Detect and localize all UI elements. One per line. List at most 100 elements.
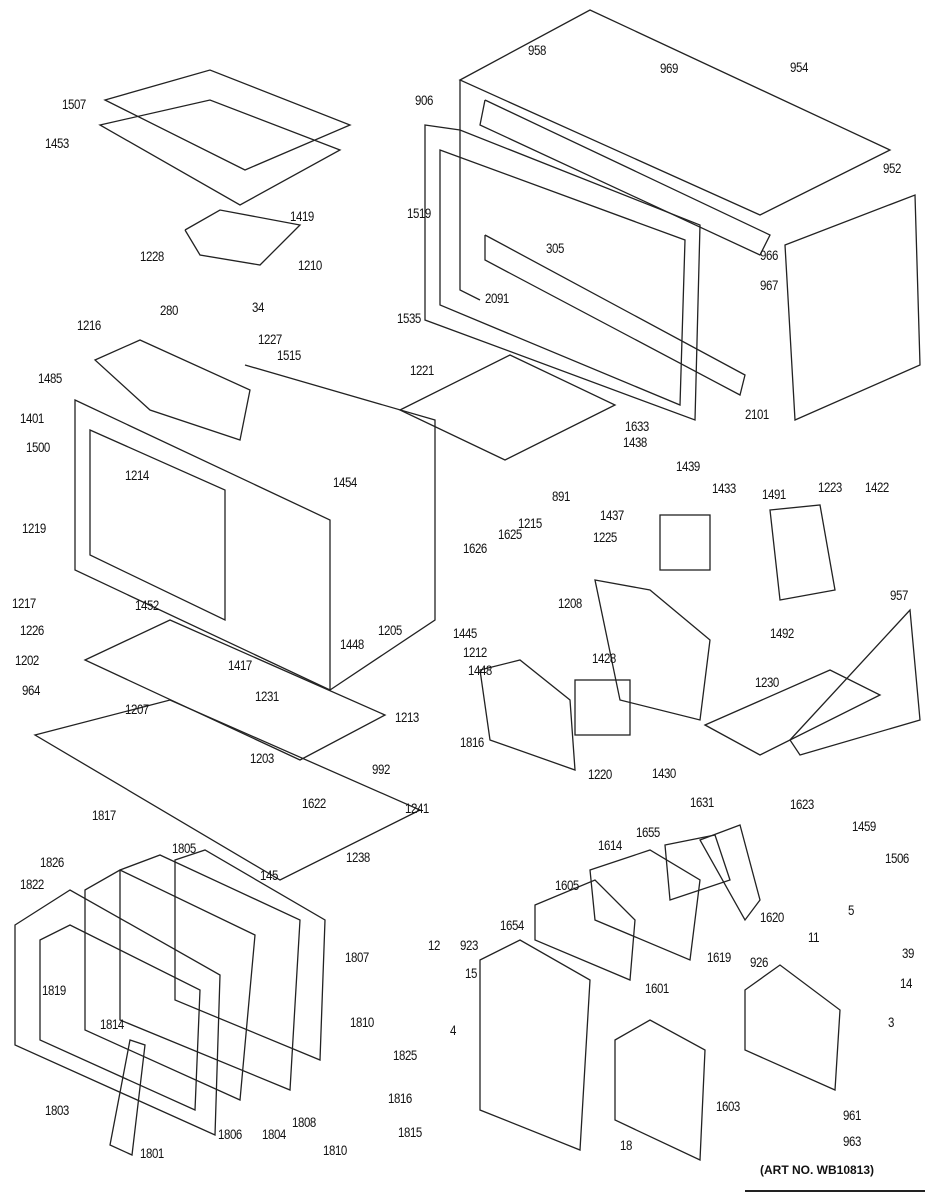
callout-1202: 1202 [15, 652, 39, 668]
callout-1614: 1614 [598, 837, 622, 853]
callout-891: 891 [552, 488, 570, 504]
callout-1507: 1507 [62, 96, 86, 112]
callout-957: 957 [890, 587, 908, 603]
oven-cavity-back [244, 364, 436, 691]
callout-961: 961 [843, 1107, 861, 1123]
callout-1419: 1419 [290, 208, 314, 224]
callout-1205: 1205 [378, 622, 402, 638]
front-frame [424, 124, 701, 421]
oven-rack [103, 69, 352, 171]
callout-1221: 1221 [410, 362, 434, 378]
callout-963: 963 [843, 1133, 861, 1149]
callout-1492: 1492 [770, 625, 794, 641]
callout-18: 18 [620, 1137, 632, 1153]
callout-1448: 1448 [468, 662, 492, 678]
callout-926: 926 [750, 954, 768, 970]
callout-280: 280 [160, 302, 178, 318]
door-frame [14, 889, 221, 1136]
callout-1506: 1506 [885, 850, 909, 866]
outer-case-back [459, 80, 481, 301]
callout-1437: 1437 [600, 507, 624, 523]
callout-15: 15 [465, 965, 477, 981]
door-handle [109, 1039, 146, 1156]
callout-967: 967 [760, 277, 778, 293]
air-guide [594, 579, 711, 721]
callout-1626: 1626 [463, 540, 487, 556]
callout-1228: 1228 [140, 248, 164, 264]
callout-34: 34 [252, 299, 264, 315]
vent-strip [479, 99, 771, 256]
callout-1801: 1801 [140, 1145, 164, 1161]
callout-1220: 1220 [588, 766, 612, 782]
callout-1620: 1620 [760, 909, 784, 925]
magnetron [659, 514, 711, 571]
oven-cavity-window [89, 428, 226, 622]
callout-1226: 1226 [20, 622, 44, 638]
callout-1452: 1452 [135, 597, 159, 613]
callout-3: 3 [888, 1014, 894, 1030]
callout-1210: 1210 [298, 257, 322, 273]
callout-11: 11 [808, 929, 820, 945]
callout-1633: 1633 [625, 418, 649, 434]
callout-1231: 1231 [255, 688, 279, 704]
callout-1655: 1655 [636, 824, 660, 840]
callout-992: 992 [372, 761, 390, 777]
callout-1816: 1816 [388, 1090, 412, 1106]
callout-1223: 1223 [818, 479, 842, 495]
callout-1230: 1230 [755, 674, 779, 690]
callout-1401: 1401 [20, 410, 44, 426]
callout-14: 14 [900, 975, 912, 991]
control-housing [93, 339, 251, 441]
callout-1215: 1215 [518, 515, 542, 531]
callout-1225: 1225 [593, 529, 617, 545]
callout-1448: 1448 [340, 636, 364, 652]
callout-923: 923 [460, 937, 478, 953]
callout-1810: 1810 [323, 1142, 347, 1158]
callout-1445: 1445 [453, 625, 477, 641]
callout-1241: 1241 [405, 800, 429, 816]
callout-1227: 1227 [258, 331, 282, 347]
callout-1605: 1605 [555, 877, 579, 893]
callout-1603: 1603 [716, 1098, 740, 1114]
callout-1601: 1601 [645, 980, 669, 996]
callout-964: 964 [22, 682, 40, 698]
fan-shroud [769, 504, 836, 601]
callout-1822: 1822 [20, 876, 44, 892]
callout-12: 12 [428, 937, 440, 953]
callout-1439: 1439 [676, 458, 700, 474]
callout-969: 969 [660, 60, 678, 76]
callout-1623: 1623 [790, 796, 814, 812]
callout-1631: 1631 [690, 794, 714, 810]
callout-39: 39 [902, 945, 914, 961]
callout-1814: 1814 [100, 1016, 124, 1032]
waveguide-cover [398, 354, 617, 461]
callout-1453: 1453 [45, 135, 69, 151]
case-side-panel [784, 194, 921, 421]
callout-1438: 1438 [623, 434, 647, 450]
callout-5: 5 [848, 902, 854, 918]
callout-1515: 1515 [277, 347, 301, 363]
callout-1213: 1213 [395, 709, 419, 725]
callout-1430: 1430 [652, 765, 676, 781]
callout-1428: 1428 [592, 650, 616, 666]
callout-1819: 1819 [42, 982, 66, 998]
callout-1817: 1817 [92, 807, 116, 823]
callout-305: 305 [546, 240, 564, 256]
callout-1417: 1417 [228, 657, 252, 673]
callout-1207: 1207 [125, 701, 149, 717]
callout-1422: 1422 [865, 479, 889, 495]
control-board [589, 849, 701, 961]
callout-906: 906 [415, 92, 433, 108]
door-window [39, 924, 201, 1111]
callout-1519: 1519 [407, 205, 431, 221]
callout-1816: 1816 [460, 734, 484, 750]
relay-board [744, 964, 841, 1091]
callout-1619: 1619 [707, 949, 731, 965]
callout-1459: 1459 [852, 818, 876, 834]
display-board [664, 834, 731, 901]
callout-958: 958 [528, 42, 546, 58]
grille-strip [484, 234, 746, 396]
callout-1804: 1804 [262, 1126, 286, 1142]
callout-954: 954 [790, 59, 808, 75]
